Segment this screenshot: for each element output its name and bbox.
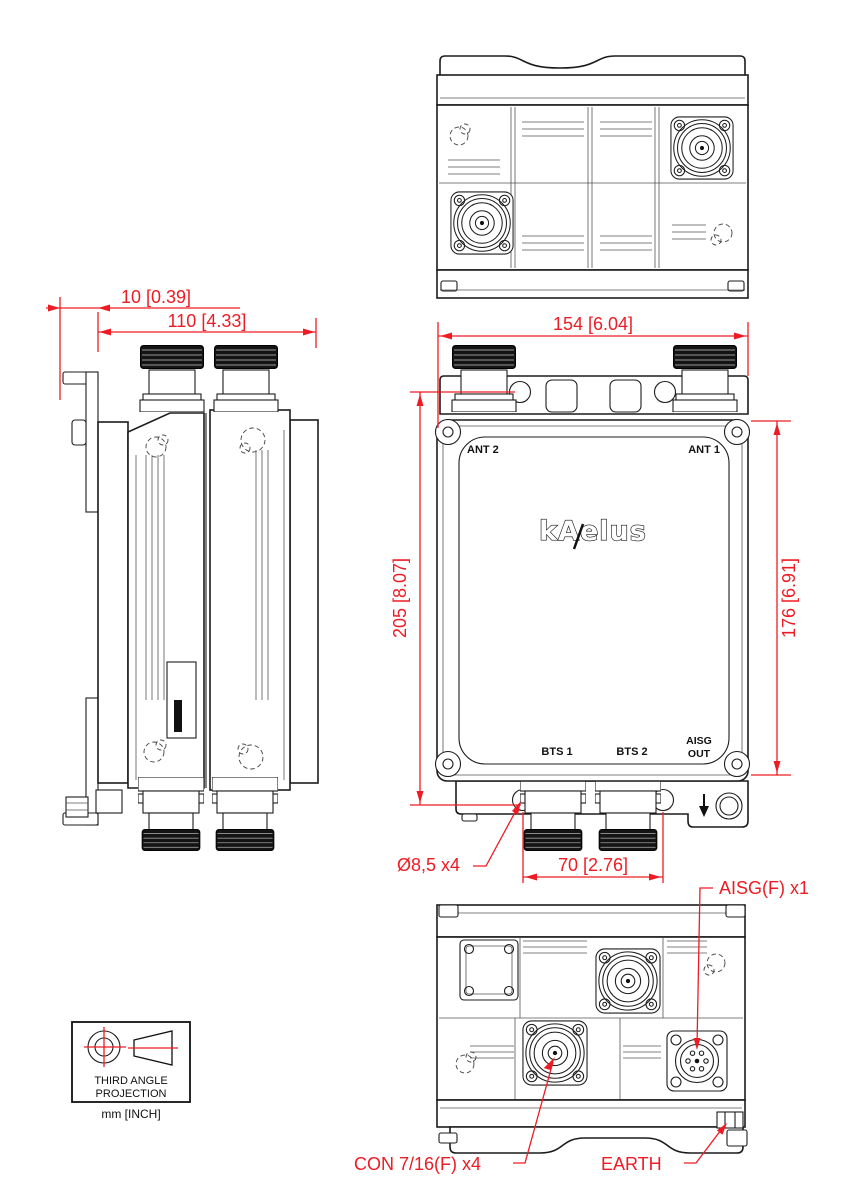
brand-logo: kAelus [539, 516, 647, 547]
callout-earth: EARTH [601, 1123, 727, 1174]
con716-connector-bottom [522, 1020, 588, 1086]
top-view [436, 55, 749, 299]
dim-depth: 110 [4.33] [98, 311, 317, 348]
callout-con716-label: CON 7/16(F) x4 [354, 1154, 481, 1174]
bts2-label: BTS 2 [616, 746, 647, 758]
ant1-port [673, 346, 737, 413]
callout-hole-diameter-label: Ø8,5 x4 [397, 855, 460, 875]
dim-bracket-offset-label: 10 [0.39] [121, 287, 191, 307]
aisg-out-label-1: AISG [686, 735, 712, 747]
ground-arrow-icon [699, 794, 709, 817]
callout-aisg-label: AISG(F) x1 [719, 878, 809, 898]
corner-screws [434, 418, 751, 778]
ant2-port [452, 346, 516, 413]
callout-earth-label: EARTH [601, 1154, 662, 1174]
front-view: ANT 2 ANT 1 kAelus BTS 1 BTS 2 AISG OUT [434, 346, 751, 851]
projection-symbol: THIRD ANGLE PROJECTION mm [INCH] [71, 1021, 191, 1121]
ant1-label: ANT 1 [688, 444, 720, 456]
side-view [62, 346, 319, 851]
projection-note-line2: PROJECTION [96, 1088, 167, 1100]
top-view-ant1-connector [670, 116, 734, 180]
dim-hole-spacing-label: 70 [2.76] [558, 855, 628, 875]
dim-width: 154 [6.04] [437, 314, 749, 428]
side-port-top-2 [214, 346, 278, 413]
side-port-top-1 [140, 346, 204, 413]
dim-body-height: 176 [6.91] [751, 420, 799, 776]
projection-cone-icon [128, 1030, 178, 1066]
dim-depth-label: 110 [4.33] [168, 311, 247, 331]
dim-hole-spacing: 70 [2.76] [522, 812, 664, 883]
bottom-view-ribs [470, 940, 707, 1059]
aisg-out-label-2: OUT [688, 748, 711, 760]
dim-body-height-label: 176 [6.91] [779, 558, 799, 638]
blank-plate [459, 939, 519, 1001]
con716-connector-top [595, 948, 661, 1014]
brand-logo-bolt [572, 523, 585, 550]
mounting-bracket [62, 371, 123, 826]
side-port-bottom-1 [138, 777, 204, 851]
dim-bracket-offset: 10 [0.39] [46, 287, 240, 400]
callout-aisg: AISG(F) x1 [693, 878, 809, 1050]
projection-note-line1: THIRD ANGLE [94, 1075, 167, 1087]
callout-hole-diameter: Ø8,5 x4 [397, 801, 521, 875]
dim-overall-height-label: 205 [8.07] [390, 558, 410, 638]
bts1-label: BTS 1 [541, 746, 572, 758]
units-note: mm [INCH] [101, 1107, 160, 1121]
side-view-ribs [135, 430, 285, 780]
dim-width-label: 154 [6.04] [553, 314, 633, 334]
top-view-ant2-connector [450, 191, 514, 255]
product-label [166, 661, 197, 739]
side-port-bottom-2 [212, 777, 278, 851]
bottom-view [436, 904, 748, 1154]
ant2-label: ANT 2 [467, 444, 499, 456]
projection-circle-icon [84, 1027, 126, 1067]
top-view-ribs [448, 121, 706, 251]
callout-con716: CON 7/16(F) x4 [354, 1057, 555, 1174]
dimensions: 10 [0.39] 110 [4.33] 154 [6.04] 205 [8. [46, 287, 809, 1174]
dim-overall-height: 205 [8.07] [390, 391, 521, 806]
